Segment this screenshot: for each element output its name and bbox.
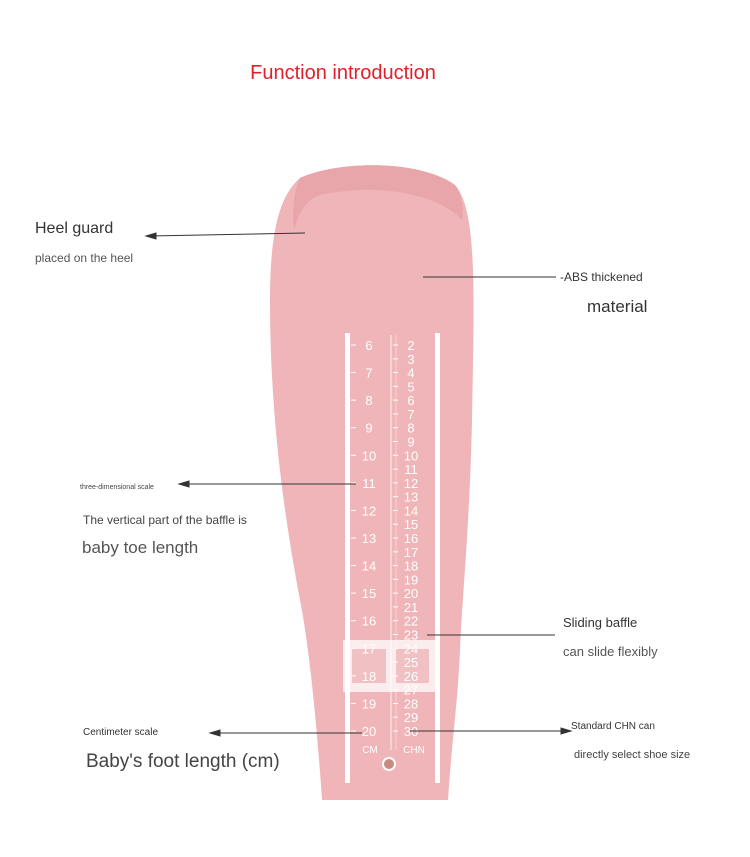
chn-scale-label: 18 bbox=[404, 559, 418, 574]
cm-scale-label: 13 bbox=[362, 531, 376, 546]
chn-scale-label: 23 bbox=[404, 628, 418, 643]
heel-guard-subtitle: placed on the heel bbox=[35, 251, 134, 265]
ruler-right-rail bbox=[435, 333, 440, 783]
scale3d-line2: baby toe length bbox=[82, 538, 199, 557]
heel-guard-title: Heel guard bbox=[35, 220, 114, 237]
chn-scale-label: 8 bbox=[407, 421, 414, 436]
chn-scale-label: 12 bbox=[404, 476, 418, 491]
cm-scale-label: 8 bbox=[365, 393, 372, 408]
cm-scale-label: 17 bbox=[362, 641, 376, 656]
abs-subtitle: material bbox=[587, 297, 648, 316]
baffle-subtitle: can slide flexibly bbox=[563, 644, 658, 659]
cm-scale-label: 7 bbox=[365, 366, 372, 381]
chn-scale-label: 25 bbox=[404, 655, 418, 670]
chn-subtitle: directly select shoe size bbox=[574, 749, 691, 761]
chn-scale-label: 14 bbox=[404, 503, 418, 518]
cm-scale-label: 15 bbox=[362, 586, 376, 601]
cm-scale-label: 10 bbox=[362, 448, 376, 463]
chn-title: Standard CHN can bbox=[571, 721, 655, 732]
chn-scale-label: 29 bbox=[404, 710, 418, 725]
cm-scale-label: 16 bbox=[362, 614, 376, 629]
scale3d-line1: The vertical part of the baffle is bbox=[83, 513, 247, 527]
chn-scale-label: 21 bbox=[404, 600, 418, 615]
pointer-lines bbox=[144, 232, 573, 737]
ruler-left-rail bbox=[345, 333, 350, 783]
cm-title: Centimeter scale bbox=[83, 727, 159, 738]
chn-scale-label: 26 bbox=[404, 669, 418, 684]
cm-scale: 6 7 8 9 10 11 12 13 14 15 16 17 18 19 20 bbox=[351, 338, 376, 739]
chn-scale-label: 28 bbox=[404, 696, 418, 711]
chn-scale-label: 10 bbox=[404, 448, 418, 463]
cm-scale-label: 11 bbox=[362, 476, 376, 491]
cm-scale-label: 6 bbox=[365, 338, 372, 353]
chn-scale-label: 15 bbox=[404, 517, 418, 532]
chn-scale-label: 4 bbox=[407, 366, 414, 381]
cm-scale-label: 14 bbox=[362, 559, 376, 574]
abs-title: -ABS thickened bbox=[560, 270, 643, 284]
cm-subtitle: Baby's foot length (cm) bbox=[86, 751, 280, 772]
chn-scale-label: 7 bbox=[407, 407, 414, 422]
chn-scale-label: 20 bbox=[404, 586, 418, 601]
chn-unit-label: CHN bbox=[403, 745, 425, 756]
cm-scale-label: 12 bbox=[362, 503, 376, 518]
cm-scale-label: 18 bbox=[362, 669, 376, 684]
chn-scale-label: 13 bbox=[404, 490, 418, 505]
cm-scale-label: 19 bbox=[362, 696, 376, 711]
chn-scale-label: 9 bbox=[407, 435, 414, 450]
chn-scale-label: 24 bbox=[404, 641, 418, 656]
chn-scale-label: 3 bbox=[407, 352, 414, 367]
chn-scale-label: 22 bbox=[404, 614, 418, 629]
heel-guard bbox=[293, 165, 463, 230]
chn-scale-label: 2 bbox=[407, 338, 414, 353]
page-title: Function introduction bbox=[250, 62, 436, 84]
chn-scale-label: 11 bbox=[404, 462, 418, 477]
cm-unit-label: CM bbox=[362, 745, 378, 756]
sliding-baffle[interactable] bbox=[343, 640, 440, 692]
chn-scale: 2345678910111213141516171819202122232425… bbox=[393, 338, 418, 739]
baffle-title: Sliding baffle bbox=[563, 615, 638, 630]
chn-scale-label: 16 bbox=[404, 531, 418, 546]
hanging-hole-inner bbox=[384, 759, 394, 769]
chn-scale-label: 19 bbox=[404, 572, 418, 587]
cm-scale-label: 20 bbox=[362, 724, 376, 739]
chn-scale-label: 5 bbox=[407, 379, 414, 394]
cm-scale-label: 9 bbox=[365, 421, 372, 436]
chn-scale-label: 17 bbox=[404, 545, 418, 560]
chn-scale-label: 6 bbox=[407, 393, 414, 408]
scale3d-title: three-dimensional scale bbox=[80, 484, 154, 491]
chn-scale-label: 27 bbox=[404, 683, 418, 698]
